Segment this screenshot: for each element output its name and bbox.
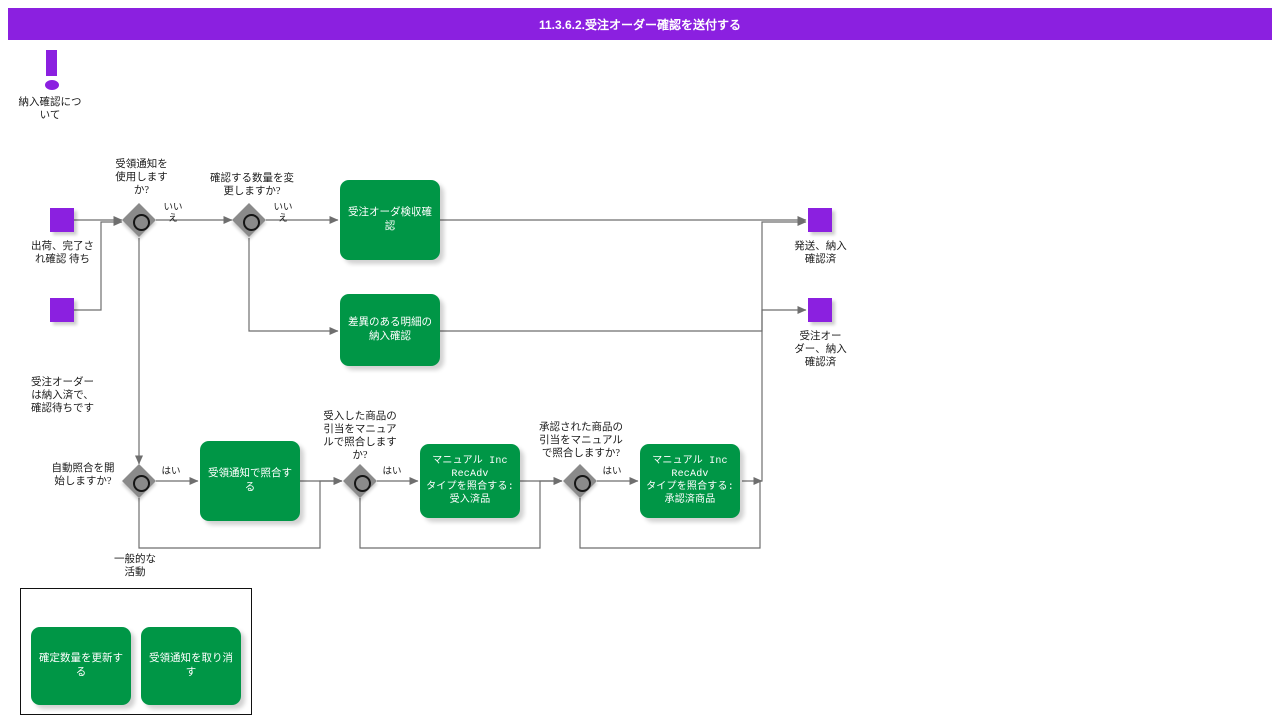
task-update-confirmed-qty[interactable]: 確定数量を更新す る: [31, 627, 131, 705]
gateway-ring-icon: [573, 474, 591, 492]
gateway-start-auto-match[interactable]: [122, 464, 156, 498]
gateway-ring-icon: [242, 213, 260, 231]
gateway-ring-icon: [132, 213, 150, 231]
gateway-manual-match-received-label: 受入した商品の 引当をマニュア ルで照合します か?: [323, 411, 397, 461]
edge-label-use-receipt-notice-no: いい え: [163, 203, 183, 224]
gateway-ring-icon: [353, 474, 371, 492]
gateway-ring-icon: [132, 474, 150, 492]
gateway-manual-match-received[interactable]: [343, 464, 377, 498]
gateway-start-auto-match-label: 自動照合を開 始しますか?: [51, 463, 115, 487]
task-discrepancy-delivery-confirm[interactable]: 差異のある明細の 納入確認: [340, 294, 440, 366]
page-title: 11.3.6.2.受注オーダー確認を送付する: [538, 17, 742, 32]
edge-label-manual-match-received-yes: はい: [382, 467, 402, 477]
task-manual-inc-recadv-received[interactable]: マニュアル Inc RecAdv タイプを照合する: 受入済品: [420, 444, 520, 518]
gateway-manual-match-approved-label: 承認された商品の 引当をマニュアル で照合しますか?: [539, 422, 623, 459]
edge-label-change-confirm-qty-no: いい え: [273, 203, 293, 224]
task-match-with-receipt-notice[interactable]: 受領通知で照合す る: [200, 441, 300, 521]
group-label: 一般的な 活動: [114, 554, 156, 578]
gateway-manual-match-approved[interactable]: [563, 464, 597, 498]
group-common-activities: 確定数量を更新す る 受領通知を取り消 す: [20, 588, 252, 715]
edge-label-start-auto-match-yes: はい: [161, 467, 181, 477]
gateway-change-confirm-qty-label: 確認する数量を変 更しますか?: [210, 173, 294, 197]
task-manual-inc-recadv-approved[interactable]: マニュアル Inc RecAdv タイプを照合する: 承認済商品: [640, 444, 740, 518]
event-end-shipment-delivery-confirmed-label: 発送、納入 確認済: [794, 241, 847, 265]
event-start-shipment-complete[interactable]: [50, 208, 74, 232]
event-end-order-delivery-confirmed[interactable]: [808, 298, 832, 322]
edge-label-manual-match-approved-yes: はい: [602, 467, 622, 477]
event-start-order-delivered[interactable]: [50, 298, 74, 322]
diagram-canvas: 納入確認につ いて 出荷、完了さ れ確認 待ち 受注オーダー は納入済で、 確認…: [0, 40, 1280, 720]
event-start-shipment-complete-label: 出荷、完了さ れ確認 待ち: [31, 241, 94, 265]
gateway-use-receipt-notice-label: 受領通知を 使用します か?: [115, 159, 168, 196]
task-order-receipt-inspection[interactable]: 受注オーダ検収確 認: [340, 180, 440, 260]
task-cancel-receipt-notice[interactable]: 受領通知を取り消 す: [141, 627, 241, 705]
event-start-order-delivered-label: 受注オーダー は納入済で、 確認待ちです: [31, 377, 94, 414]
annotation-label: 納入確認につ いて: [18, 97, 82, 121]
gateway-change-confirm-qty[interactable]: [232, 203, 266, 237]
event-end-order-delivery-confirmed-label: 受注オー ダー、納入 確認済: [794, 331, 847, 368]
window-title-bar: 11.3.6.2.受注オーダー確認を送付する: [8, 8, 1272, 40]
exclamation-bar: [46, 50, 57, 76]
edge-layer: [74, 216, 807, 549]
exclamation-dot: [45, 80, 59, 90]
event-end-shipment-delivery-confirmed[interactable]: [808, 208, 832, 232]
exclamation-icon: [40, 50, 64, 94]
gateway-use-receipt-notice[interactable]: [122, 203, 156, 237]
